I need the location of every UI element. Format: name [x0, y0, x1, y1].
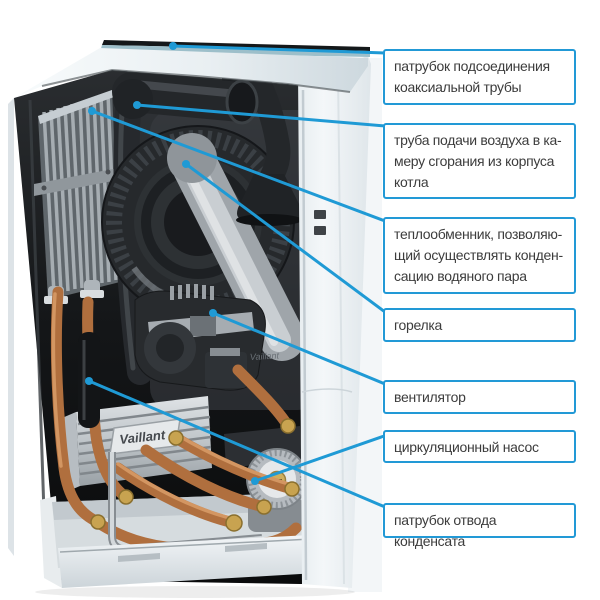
- air-intake-pipe: [167, 133, 305, 361]
- floor-shadow: [35, 586, 355, 598]
- left-inner-edge: [28, 99, 48, 573]
- leader-coaxial-pipe-connection: [172, 44, 386, 55]
- heat-exchanger-top-cap: [38, 90, 114, 124]
- left-outer-edge: [8, 98, 14, 556]
- leader-condensate-drain: [88, 379, 386, 509]
- leader-heat-exchanger: [91, 109, 386, 223]
- callout-coaxial-pipe-connection: патрубок подсоединения коаксиальной труб…: [383, 49, 576, 105]
- leader-circulation-pump: [254, 433, 388, 483]
- leader-lines: [88, 44, 388, 509]
- casing-top: [14, 40, 370, 98]
- leader-dots: [85, 42, 259, 485]
- leader-burner: [185, 162, 386, 314]
- right-down-pipe: [240, 58, 291, 192]
- condensate-bell: [237, 174, 303, 220]
- leader-fan: [212, 311, 386, 386]
- right-side-panel: [298, 56, 371, 588]
- embossed-brand-text: Vaillant: [250, 350, 280, 362]
- gas-valve: [205, 352, 247, 388]
- panel-clip: [314, 210, 326, 219]
- callout-heat-exchanger: теплообменник, позволяю- щий осуществлят…: [383, 217, 576, 294]
- glossy-edge: [100, 45, 370, 57]
- brand-flag: [109, 418, 181, 455]
- callout-air-supply-pipe: труба подачи воздуха в ка- меру сгорания…: [383, 123, 576, 199]
- drip-tray-front: [58, 534, 334, 588]
- heat-exchanger-band: [34, 168, 118, 196]
- fan-fins: [170, 284, 214, 300]
- callout-fan: вентилятор: [383, 380, 576, 414]
- leader-air-supply-pipe: [136, 103, 386, 128]
- panel-clip: [314, 226, 326, 235]
- callout-circulation-pump: циркуляционный насос: [383, 430, 576, 463]
- copper-highlights: [51, 292, 294, 521]
- callout-condensate-drain: патрубок отвода конденсата: [383, 503, 576, 549]
- callout-burner: горелка: [383, 308, 576, 342]
- brand-logo-text: Vaillant: [119, 427, 167, 447]
